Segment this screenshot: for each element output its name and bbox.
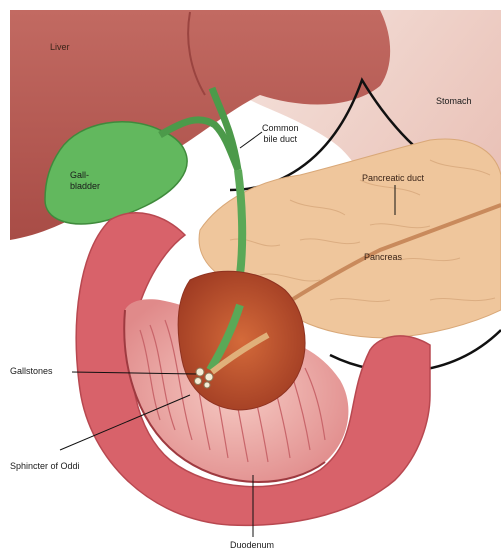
ampulla-region bbox=[178, 271, 305, 410]
label-gallbladder-line2: bladder bbox=[70, 181, 100, 192]
label-common-bile-duct: Common bile duct bbox=[262, 123, 299, 145]
label-common-bile-duct-line1: Common bbox=[262, 123, 299, 134]
label-duodenum: Duodenum bbox=[230, 540, 274, 551]
label-liver: Liver bbox=[50, 42, 70, 53]
common-bile-duct bbox=[238, 170, 242, 275]
gallstone bbox=[196, 368, 204, 376]
label-common-bile-duct-line2: bile duct bbox=[262, 134, 299, 145]
label-sphincter-of-oddi: Sphincter of Oddi bbox=[10, 461, 80, 472]
label-gallbladder-line1: Gall- bbox=[70, 170, 100, 181]
gallstone bbox=[195, 378, 202, 385]
gallstone bbox=[205, 373, 213, 381]
label-pancreas: Pancreas bbox=[364, 252, 402, 263]
leader-common-bile-duct bbox=[240, 132, 262, 148]
label-gallstones: Gallstones bbox=[10, 366, 53, 377]
label-stomach: Stomach bbox=[436, 96, 472, 107]
gallstone bbox=[204, 382, 210, 388]
label-pancreatic-duct: Pancreatic duct bbox=[362, 173, 424, 184]
label-gallbladder: Gall- bladder bbox=[70, 170, 100, 192]
